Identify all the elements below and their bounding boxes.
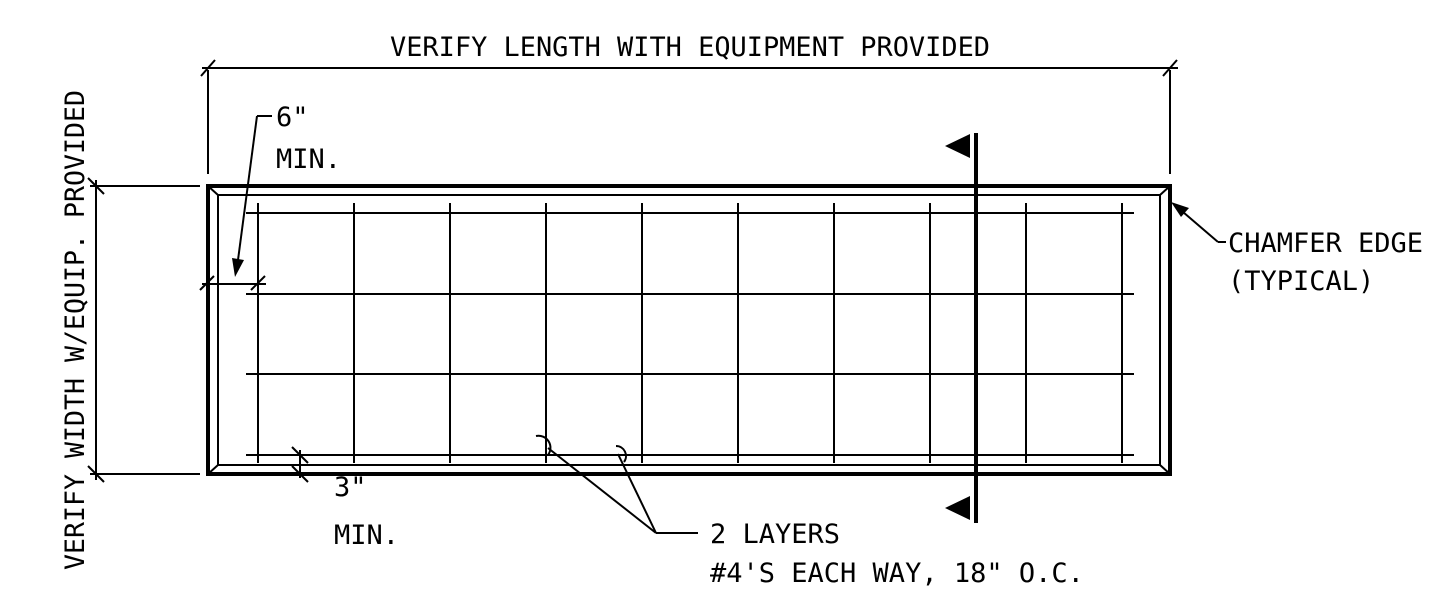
- length-dimension: VERIFY LENGTH WITH EQUIPMENT PROVIDED: [200, 32, 1178, 174]
- chamfer-arrowhead-icon: [1171, 202, 1189, 217]
- length-tick-left: [200, 59, 216, 77]
- rebar-label-line1: 2 LAYERS: [710, 519, 840, 550]
- bottom-clearance-tick-bottom: [291, 465, 309, 483]
- bottom-clearance-min-label: MIN.: [334, 520, 399, 551]
- chamfer-label-line1: CHAMFER EDGE: [1228, 228, 1423, 259]
- width-tick-bottom: [87, 465, 105, 483]
- side-clearance-min-label: MIN.: [276, 144, 341, 175]
- slab-outer-edge: [206, 184, 1172, 476]
- side-clearance-arrowhead-icon: [232, 258, 244, 277]
- rebar-leader-left: [547, 447, 657, 534]
- rebar-leader-right: [617, 453, 657, 534]
- section-cut-marker: [945, 133, 978, 523]
- width-dimension: VERIFY WIDTH W/EQUIP. PROVIDED: [60, 90, 200, 570]
- chamfer-corner-tl: [207, 185, 219, 196]
- width-dimension-label: VERIFY WIDTH W/EQUIP. PROVIDED: [60, 90, 91, 570]
- slab-chamfer-edge: [217, 194, 1161, 466]
- chamfer-corner-br: [1159, 464, 1171, 475]
- concrete-slab: [206, 184, 1172, 476]
- side-clearance-callout: 6" MIN.: [199, 102, 341, 291]
- side-clearance-leader: [237, 115, 258, 261]
- rebar-label-line2: #4'S EACH WAY, 18" O.C.: [710, 558, 1084, 589]
- bottom-clearance-tick-top: [291, 446, 309, 464]
- section-arrow-bottom-icon: [945, 496, 970, 520]
- bottom-clearance-callout: 3" MIN.: [291, 446, 399, 551]
- rebar-callout: 2 LAYERS #4'S EACH WAY, 18" O.C.: [535, 434, 1084, 589]
- chamfer-callout: CHAMFER EDGE (TYPICAL): [1171, 202, 1423, 297]
- rebar-hook-right-icon: [615, 445, 627, 463]
- chamfer-corner-tr: [1159, 185, 1171, 196]
- chamfer-leader: [1182, 211, 1219, 243]
- width-tick-top: [87, 177, 105, 195]
- side-clearance-value: 6": [276, 102, 309, 133]
- length-tick-right: [1162, 59, 1178, 77]
- length-dimension-label: VERIFY LENGTH WITH EQUIPMENT PROVIDED: [390, 32, 990, 63]
- chamfer-label-line2: (TYPICAL): [1228, 266, 1374, 297]
- rebar-grid: [246, 203, 1134, 463]
- section-arrow-top-icon: [945, 134, 970, 158]
- bottom-clearance-value: 3": [334, 472, 367, 503]
- side-clearance-tick-left: [199, 275, 215, 291]
- rebar-hook-left-icon: [535, 434, 552, 456]
- chamfer-corner-bl: [207, 464, 219, 475]
- side-clearance-tick-right: [250, 275, 266, 291]
